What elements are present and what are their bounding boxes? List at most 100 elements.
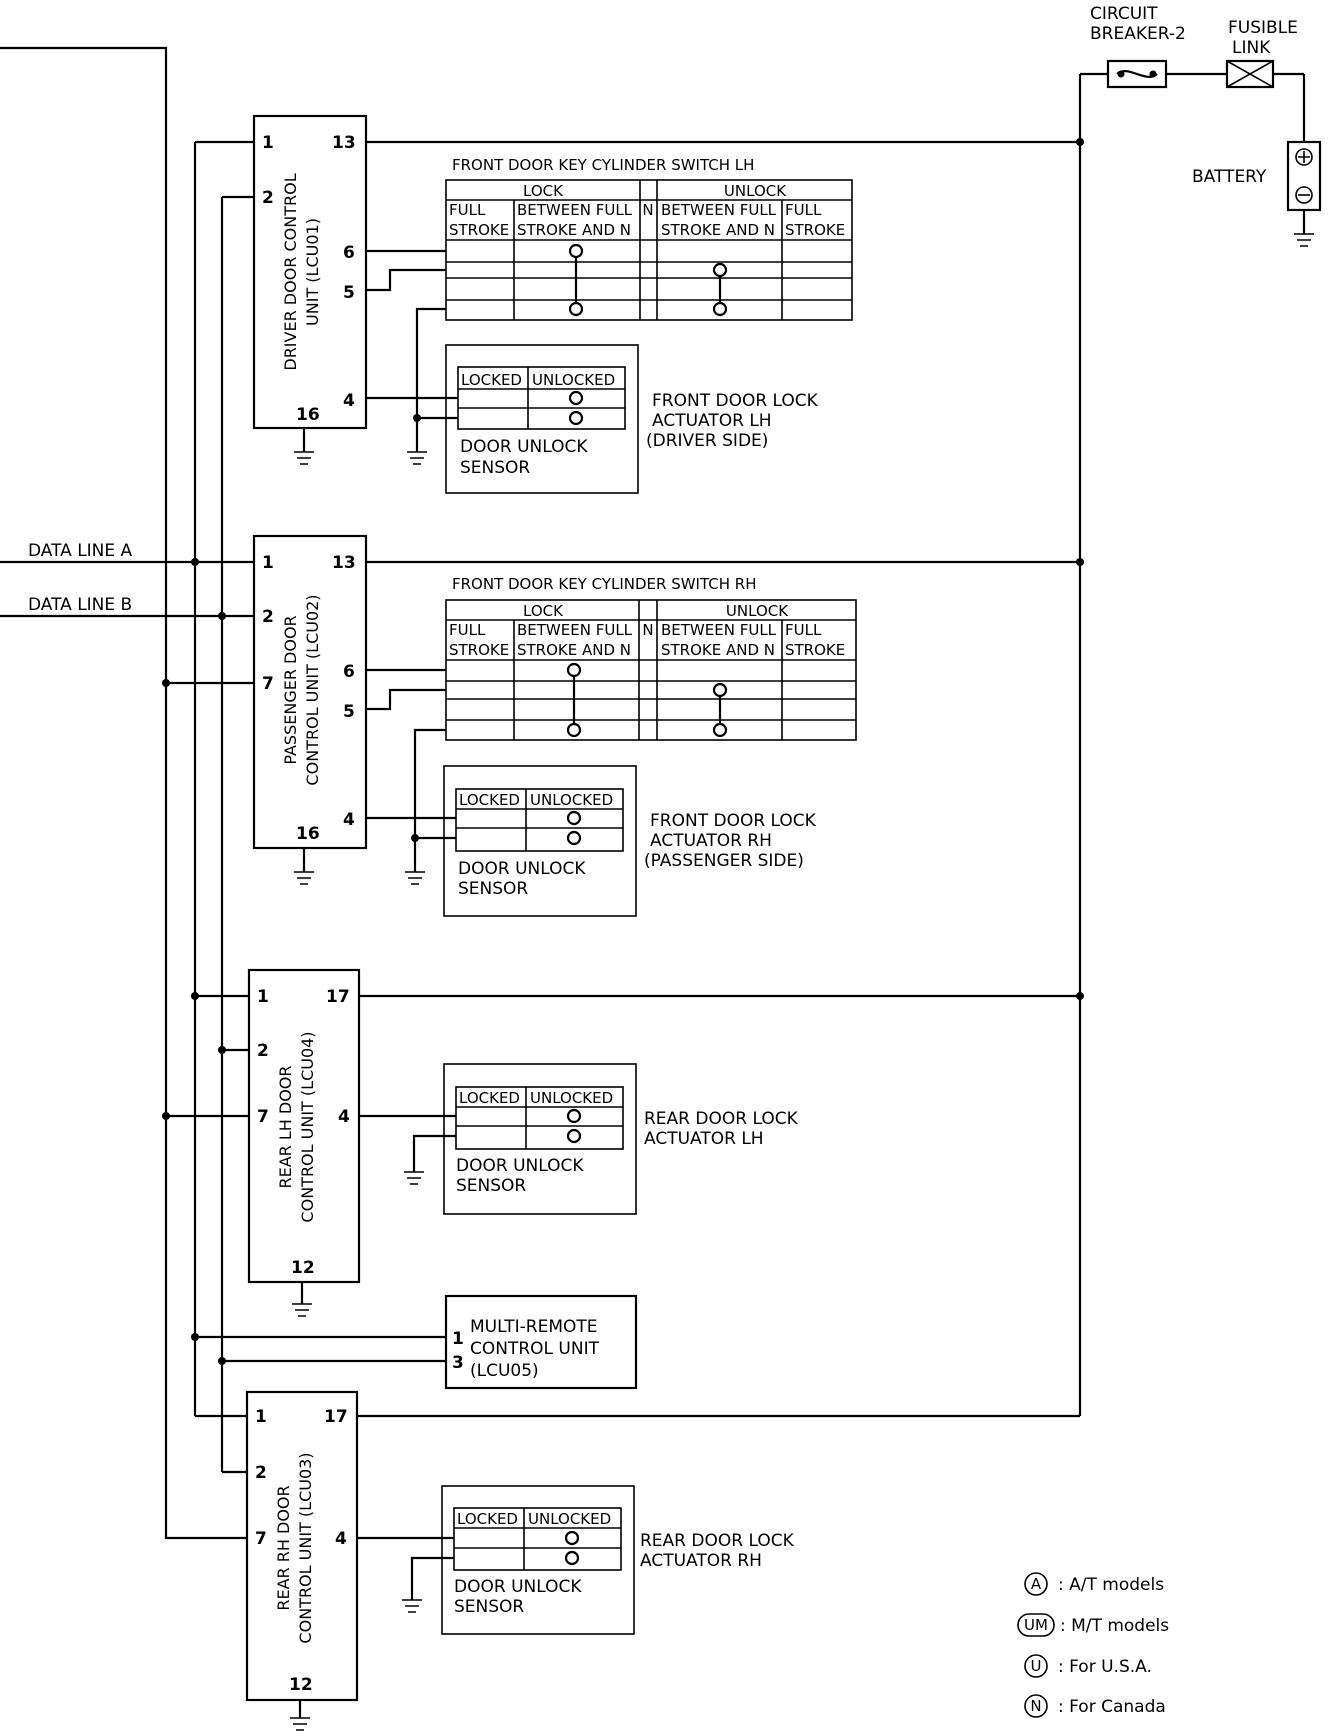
pin: 4 [343,391,355,411]
svg-text:SENSOR: SENSOR [460,458,530,478]
svg-text:STROKE AND N: STROKE AND N [517,641,631,659]
pin: 17 [326,987,350,1007]
ground-icon [294,451,314,465]
lcu01-label-1: DRIVER DOOR CONTROL [281,173,300,370]
pin: 1 [255,1407,267,1427]
svg-text:FULL: FULL [785,621,822,639]
svg-text:DOOR UNLOCK: DOOR UNLOCK [460,437,588,457]
circuit-breaker-label-2: BREAKER-2 [1090,24,1186,44]
contact [568,301,584,317]
svg-text:CONTROL UNIT (LCU02): CONTROL UNIT (LCU02) [303,594,322,785]
svg-text:STROKE AND N: STROKE AND N [517,221,631,239]
svg-text:LOCKED: LOCKED [457,1510,518,1528]
pin: 7 [255,1529,267,1549]
power-supply: CIRCUIT BREAKER-2 FUSIBLE LINK BATTERY [1076,4,1322,1416]
svg-text:DOOR UNLOCK: DOOR UNLOCK [454,1577,582,1597]
lcu02-box [252,534,368,850]
driver-door-control-unit: DRIVER DOOR CONTROL UNIT (LCU01) 1 2 13 … [252,114,1080,465]
contact [712,722,728,738]
legend-symbol: U [1031,1657,1042,1675]
passenger-door-control-unit: PASSENGER DOOR CONTROL UNIT (LCU02) 1 2 … [252,534,1080,885]
legend-symbol: UM [1024,1616,1048,1634]
lock-header: LOCK [523,182,564,200]
fusible-link-label-1: FUSIBLE [1228,18,1298,38]
data-lines: DATA LINE A DATA LINE B [0,46,446,1540]
svg-text:BETWEEN FULL: BETWEEN FULL [517,201,633,219]
svg-text:: For Canada: : For Canada [1058,1697,1166,1717]
pin: 1 [262,553,274,573]
ground-icon [404,1171,424,1185]
svg-text:DOOR UNLOCK: DOOR UNLOCK [456,1156,584,1176]
svg-text:REAR DOOR LOCK: REAR DOOR LOCK [644,1109,799,1129]
svg-text:FULL: FULL [449,621,486,639]
pin: 1 [452,1329,464,1349]
svg-text:UNLOCK: UNLOCK [726,602,789,620]
svg-text:(PASSENGER SIDE): (PASSENGER SIDE) [644,851,804,871]
lcu01-label-2: UNIT (LCU01) [303,218,322,326]
battery-label: BATTERY [1192,167,1267,187]
svg-text:STROKE AND N: STROKE AND N [661,641,775,659]
pin: 6 [343,243,355,263]
unlock-header: UNLOCK [724,182,787,200]
svg-text:REAR DOOR LOCK: REAR DOOR LOCK [640,1531,795,1551]
ground-icon [407,451,427,465]
svg-text:ACTUATOR RH: ACTUATOR RH [650,831,772,851]
svg-text:CONTROL UNIT (LCU04): CONTROL UNIT (LCU04) [298,1031,317,1222]
ground-icon [402,1599,422,1613]
pin: 5 [343,702,355,722]
svg-text:FRONT DOOR LOCK: FRONT DOOR LOCK [650,811,817,831]
locked-label: LOCKED [461,371,522,389]
rear-lh-door-control-unit: REAR LH DOOR CONTROL UNIT (LCU04) 1 2 7 … [247,968,1080,1317]
svg-text:PASSENGER DOOR: PASSENGER DOOR [281,615,300,764]
svg-text:: A/T models: : A/T models [1058,1575,1164,1595]
svg-text:LOCKED: LOCKED [459,791,520,809]
contact [566,1128,582,1144]
pin: 7 [257,1107,269,1127]
ground-icon [290,1717,310,1731]
pin: 4 [343,810,355,830]
svg-text:CONTROL UNIT: CONTROL UNIT [470,1339,600,1359]
svg-text:MULTI-REMOTE: MULTI-REMOTE [470,1317,598,1337]
pin: 2 [262,607,274,627]
pin: 12 [289,1675,313,1695]
svg-text:FRONT DOOR LOCK: FRONT DOOR LOCK [652,391,819,411]
pin: 2 [255,1463,267,1483]
pin: 12 [291,1258,315,1278]
svg-text:SENSOR: SENSOR [454,1597,524,1617]
pin: 4 [338,1107,350,1127]
actuator-lh-driver: LOCKED UNLOCKED DOOR UNLOCK SENSOR FRONT… [445,344,819,494]
svg-text:UNLOCKED: UNLOCKED [528,1510,611,1528]
svg-text:FULL: FULL [449,201,486,219]
ground-icon [294,871,314,885]
svg-text:REAR RH DOOR: REAR RH DOOR [274,1485,293,1610]
key-cylinder-switch-lh: FRONT DOOR KEY CYLINDER SWITCH LH LOCK U… [445,156,853,321]
unlocked-label: UNLOCKED [532,371,615,389]
contact [564,1530,580,1546]
lcu01-box [252,114,368,430]
actuator-rear-rh: LOCKED UNLOCKED DOOR UNLOCK SENSOR REAR … [441,1485,795,1635]
contact [566,662,582,678]
svg-text:STROKE: STROKE [785,221,845,239]
pin: 7 [262,674,274,694]
svg-text:REAR LH DOOR: REAR LH DOOR [276,1065,295,1188]
data-line-b-label: DATA LINE B [28,595,132,615]
svg-text:ACTUATOR RH: ACTUATOR RH [640,1551,762,1571]
svg-text:(LCU05): (LCU05) [470,1361,539,1381]
legend-symbol: A [1031,1575,1042,1593]
pin: 6 [343,662,355,682]
svg-text:: M/T models: : M/T models [1060,1616,1169,1636]
svg-text:SENSOR: SENSOR [458,879,528,899]
fusible-link-label-2: LINK [1232,38,1271,58]
ground-icon [1294,233,1314,247]
svg-text:BETWEEN FULL: BETWEEN FULL [517,621,633,639]
data-line-a-label: DATA LINE A [28,541,133,561]
pin: 2 [257,1041,269,1061]
contact [564,1550,580,1566]
lcu01-switch-wires [366,249,458,465]
svg-text:STROKE AND N: STROKE AND N [661,221,775,239]
contact [712,682,728,698]
lcu02-switch-wires [366,668,456,885]
svg-text:(DRIVER SIDE): (DRIVER SIDE) [646,431,768,451]
contact [568,410,584,426]
circuit-breaker-label-1: CIRCUIT [1090,4,1158,24]
